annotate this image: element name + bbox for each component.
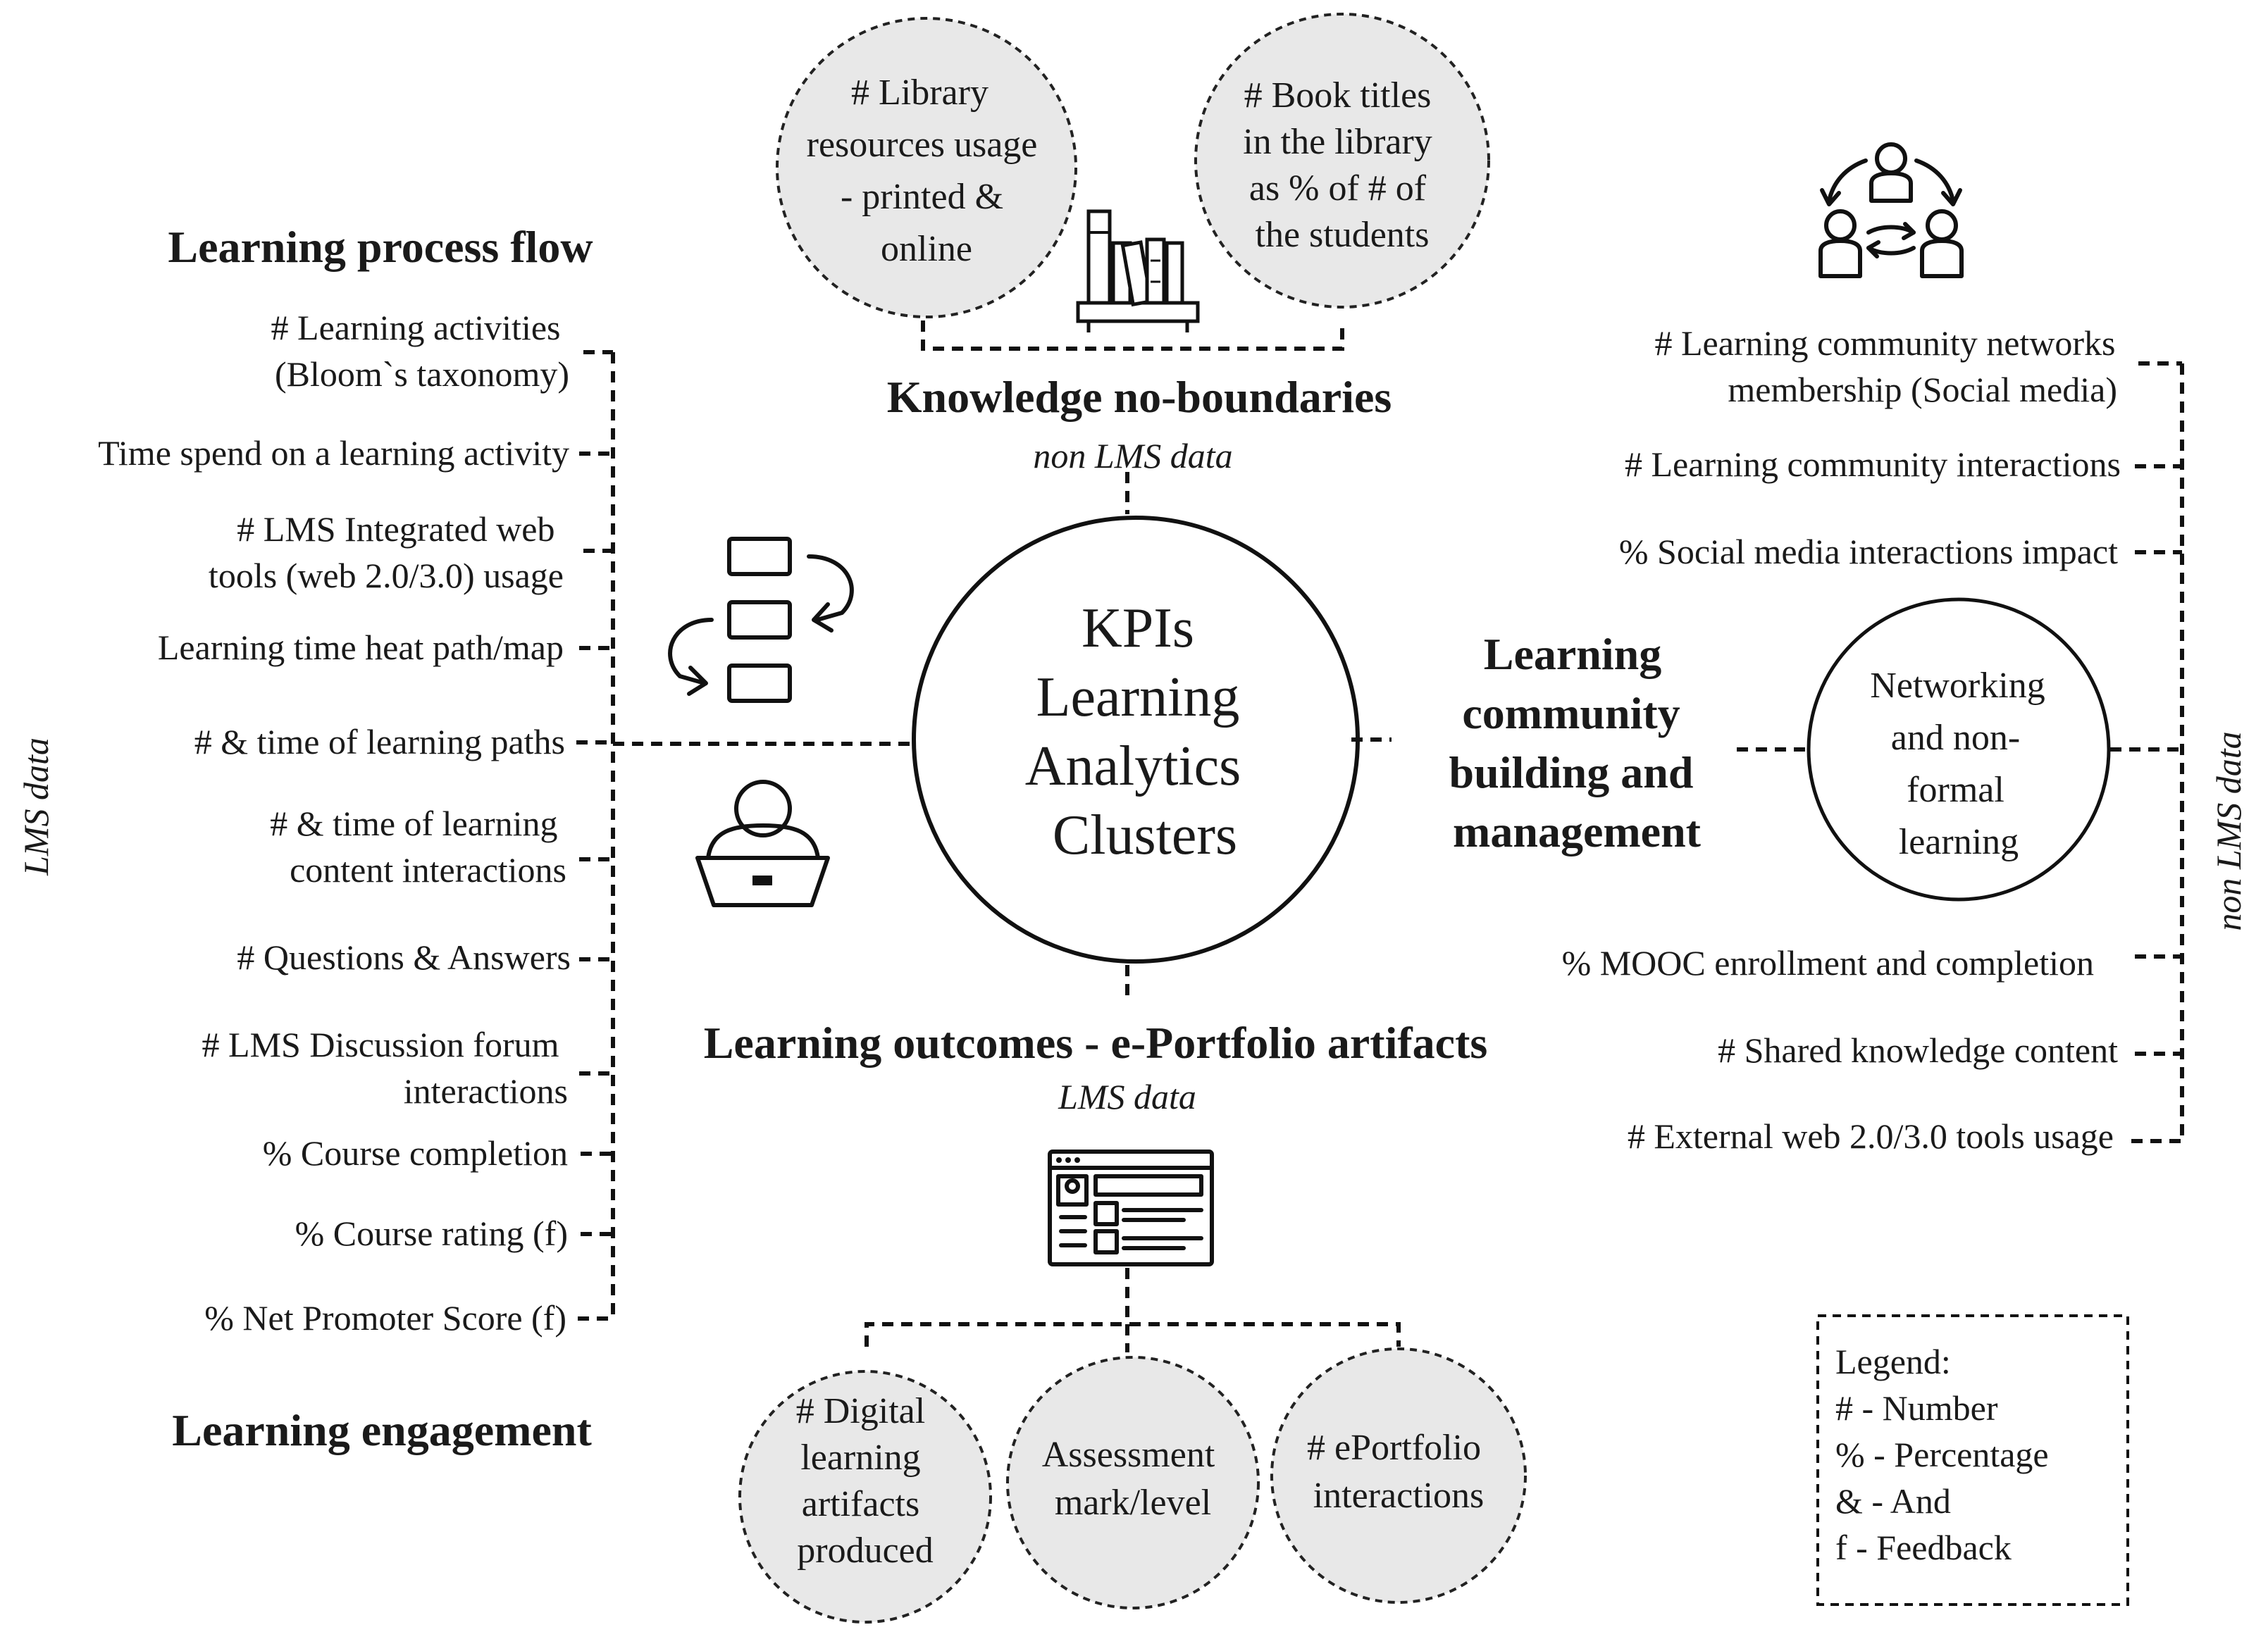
top-cluster: Knowledge no-boundaries non LMS data # L… xyxy=(776,13,1490,514)
right-item: % MOOC enrollment and completion xyxy=(1562,943,2182,983)
left-item: # Questions & Answers xyxy=(237,938,613,977)
svg-text:Learning time heat path/map: Learning time heat path/map xyxy=(158,628,564,667)
left-item: # & time of learning paths xyxy=(194,722,613,761)
left-side-label: LMS data xyxy=(16,737,56,876)
left-item: # LMS Discussion forum interactions xyxy=(202,1025,613,1111)
left-item: # & time of learning content interaction… xyxy=(270,804,613,890)
community-network-icon xyxy=(1818,142,1964,278)
bubble-circle xyxy=(738,1370,992,1624)
svg-text:% Net Promoter Score (f): % Net Promoter Score (f) xyxy=(204,1298,566,1338)
left-item: % Course rating (f) xyxy=(295,1214,613,1253)
svg-text:# Questions & Answers: # Questions & Answers xyxy=(237,938,571,977)
svg-text:# Learning activities: # Learning activities (Bloom`s taxonomy) xyxy=(271,308,569,394)
svg-text:# Shared knowledge content: # Shared knowledge content xyxy=(1718,1030,2118,1070)
svg-text:% Social media interactions im: % Social media interactions impact xyxy=(1619,532,2118,571)
bubble-circle xyxy=(1194,13,1490,309)
svg-text:# & time of learning c: # & time of learning content interaction… xyxy=(270,804,566,890)
center-node: KPIs Learning Analytics Clusters xyxy=(912,516,1360,964)
top-cluster-subtitle: non LMS data xyxy=(1033,436,1232,475)
left-cluster-title-top: Learning process flow xyxy=(168,222,593,272)
bubble-label: # Book titles in the library as % of # o… xyxy=(1243,75,1442,255)
right-side-label: non LMS data xyxy=(2209,731,2248,930)
center-label: KPIs Learning Analytics Clusters xyxy=(1025,597,1256,866)
svg-text:# External web 2.0/3.0 tools u: # External web 2.0/3.0 tools usage xyxy=(1628,1116,2114,1156)
svg-text:% Course rating (f): % Course rating (f) xyxy=(295,1214,568,1253)
bottom-bubbles-connector xyxy=(865,1322,1401,1347)
top-bubbles-connector xyxy=(921,320,1344,351)
right-cluster: Learning community building and manageme… xyxy=(1351,142,2248,1156)
bubble-label: # Library resources usage - printed & on… xyxy=(807,73,1047,269)
legend-title: Legend: xyxy=(1835,1342,1951,1381)
svg-text:% MOOC enrollment and completi: % MOOC enrollment and completion xyxy=(1562,943,2094,983)
bottom-cluster-subtitle: LMS data xyxy=(1058,1077,1196,1116)
right-item: # Learning community networks membership… xyxy=(1654,323,2182,409)
left-item: % Net Promoter Score (f) xyxy=(204,1298,613,1338)
right-bubble-networking: Networking and non- formal learning xyxy=(1807,597,2111,902)
svg-text:# LMS Discussion forum: # LMS Discussion forum interactions xyxy=(202,1025,568,1111)
bottom-bubble-assessment: Assessment mark/level xyxy=(1006,1356,1260,1609)
left-item: % Course completion xyxy=(263,1133,613,1173)
right-item: # Shared knowledge content xyxy=(1718,1030,2182,1070)
top-cluster-title: Knowledge no-boundaries xyxy=(887,372,1392,422)
right-cluster-title: Learning community building and manageme… xyxy=(1449,629,1705,857)
bottom-bubble-digital-artifacts: # Digital learning artifacts produced xyxy=(738,1370,992,1624)
bottom-cluster: Learning outcomes - e-Portfolio artifact… xyxy=(704,965,1527,1624)
svg-text:# LMS Integrated web t: # LMS Integrated web tools (web 2.0/3.0)… xyxy=(209,509,564,595)
left-item: # LMS Integrated web tools (web 2.0/3.0)… xyxy=(209,509,613,595)
bubble-circle xyxy=(776,17,1077,318)
svg-text:# & time of learning paths: # & time of learning paths xyxy=(194,722,565,761)
bubble-circle xyxy=(1006,1356,1260,1609)
svg-text:# Learning community networks: # Learning community networks membership… xyxy=(1654,323,2124,409)
left-item: Time spend on a learning activity xyxy=(98,433,613,473)
svg-text:# Learning community interacti: # Learning community interactions xyxy=(1625,444,2121,484)
left-item: # Learning activities (Bloom`s taxonomy) xyxy=(271,308,613,394)
learner-laptop-icon xyxy=(695,780,830,907)
bottom-cluster-title: Learning outcomes - e-Portfolio artifact… xyxy=(704,1018,1488,1068)
top-bubble-book-titles: # Book titles in the library as % of # o… xyxy=(1194,13,1490,309)
svg-text:% Course completion: % Course completion xyxy=(263,1133,568,1173)
bubble-label: # Digital learning artifacts produced xyxy=(796,1391,934,1571)
bubble-label: Assessment mark/level xyxy=(1042,1435,1225,1523)
bubble-circle xyxy=(1807,597,2111,902)
top-bubble-library-usage: # Library resources usage - printed & on… xyxy=(776,17,1077,318)
right-item: # External web 2.0/3.0 tools usage xyxy=(1628,1116,2182,1156)
legend-entries: # - Number % - Percentage & - And f - Fe… xyxy=(1835,1388,2057,1567)
left-cluster-title-bottom: Learning engagement xyxy=(172,1405,592,1455)
legend: Legend: # - Number % - Percentage & - An… xyxy=(1816,1314,2129,1606)
bubble-label: # ePortfolio interactions xyxy=(1307,1428,1490,1516)
bubble-label: Networking and non- formal learning xyxy=(1870,666,2054,862)
left-item: Learning time heat path/map xyxy=(158,628,613,667)
svg-text:Time spend on a learning activ: Time spend on a learning activity xyxy=(98,433,569,473)
process-flow-icon xyxy=(668,537,854,703)
library-books-icon xyxy=(1076,209,1200,332)
eportfolio-browser-icon xyxy=(1048,1150,1214,1266)
right-item: # Learning community interactions xyxy=(1625,444,2182,484)
bottom-bubble-eportfolio-interactions: # ePortfolio interactions xyxy=(1270,1347,1527,1604)
bubble-circle xyxy=(1270,1347,1527,1604)
left-cluster: Learning process flow Learning engagemen… xyxy=(16,222,912,1455)
right-item: % Social media interactions impact xyxy=(1619,532,2182,571)
legend-box xyxy=(1816,1314,2129,1606)
